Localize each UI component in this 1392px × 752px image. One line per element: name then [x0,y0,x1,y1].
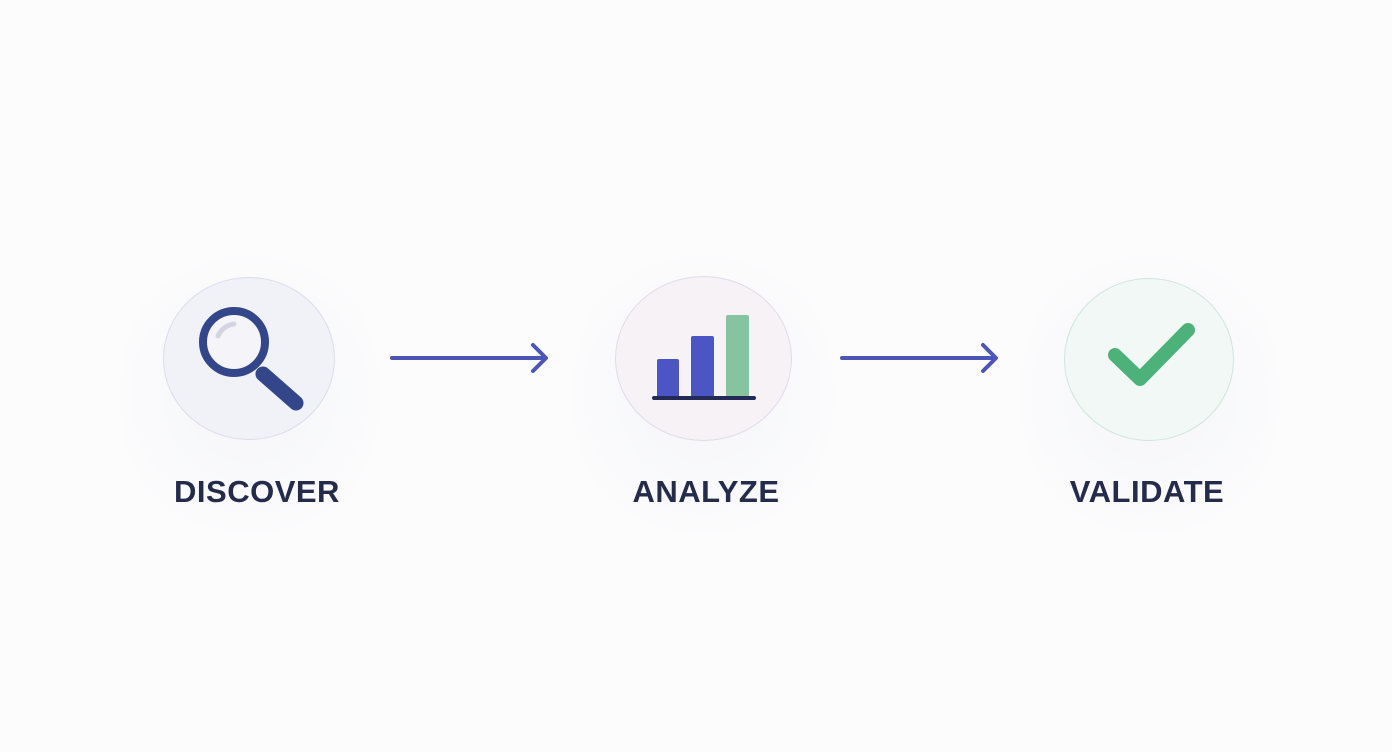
magnifier-icon [199,307,304,411]
step-discover-circle [163,277,335,440]
arrow-right-icon [390,343,548,373]
step-discover-label: DISCOVER [174,474,340,509]
arrow-right-icon [840,343,998,373]
step-analyze-label: ANALYZE [632,474,780,509]
step-validate-circle [1064,278,1234,441]
bar-chart-icon [652,315,756,400]
checkmark-icon [1108,323,1195,386]
step-validate-label: VALIDATE [1069,474,1225,509]
